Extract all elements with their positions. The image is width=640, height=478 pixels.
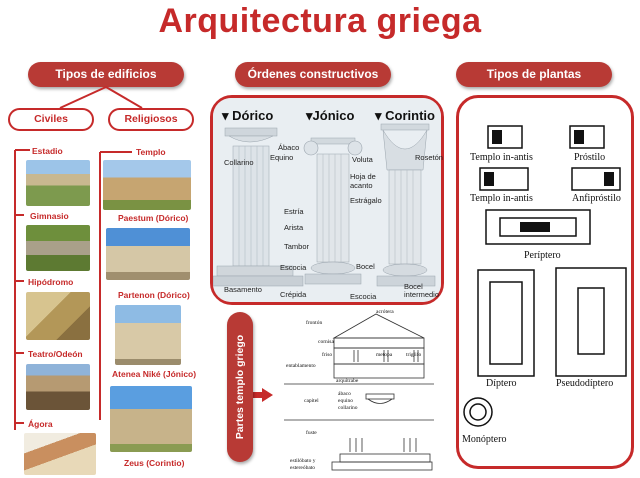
label-crepida: Crépida — [280, 290, 307, 299]
planta-pseudodiptero: Pseudodíptero — [556, 378, 614, 389]
label-abaco: Ábaco — [278, 143, 300, 152]
planta-periptero: Períptero — [524, 250, 561, 261]
civil-item-teatro: Teatro/Odeón — [28, 349, 83, 359]
civil-item-agora: Ágora — [28, 419, 53, 429]
planta-in-antis-2: Templo in-antis — [470, 193, 533, 204]
parte-fuste: fuste — [306, 430, 317, 436]
planta-diptero: Díptero — [486, 378, 517, 389]
corinthian-title: ▾ Corintio — [375, 108, 435, 123]
parte-estilobato: estilóbato y estereóbato — [290, 458, 316, 471]
label-basamento: Basamento — [224, 285, 262, 294]
label-arista: Arista — [284, 223, 304, 232]
parte-abaco: ábaco — [338, 391, 351, 397]
planta-monoptero: Monóptero — [462, 434, 507, 445]
parte-acrotera: acrótera — [376, 309, 394, 315]
parte-fronton: frontón — [306, 320, 323, 326]
plantas-drawings — [463, 125, 627, 427]
label-collarino: Collarino — [224, 158, 254, 167]
doric-title: ▾ Dórico — [222, 108, 274, 123]
partes-templo-title: Partes templo griego — [234, 334, 246, 440]
zeus-photo — [110, 386, 192, 452]
planta-in-antis-1: Templo in-antis — [470, 152, 533, 163]
planta-anfiprostilo: Anfipróstilo — [572, 193, 621, 204]
page-title: Arquitectura griega — [158, 2, 482, 40]
label-bocel-intermedio: Bocel intermedio — [404, 282, 440, 299]
templo-item-paestum: Paestum (Dórico) — [118, 213, 189, 223]
parte-cornisa: cornisa — [318, 339, 334, 345]
civil-item-estadio: Estadio — [32, 146, 63, 156]
atenea-photo — [115, 305, 181, 365]
tipos-edificios-header: Tipos de edificios — [28, 62, 184, 87]
ionic-title: ▾Jónico — [306, 108, 355, 123]
hipodromo-photo — [26, 292, 90, 340]
parte-triglifo: triglifo — [406, 352, 422, 358]
partes-templo-header: Partes templo griego — [227, 312, 253, 462]
templo-item-atenea: Atenea Niké (Jónico) — [112, 369, 197, 379]
label-escocia: Escocia — [280, 263, 307, 272]
civil-item-hipodromo: Hipódromo — [28, 277, 74, 287]
label-tambor: Tambor — [284, 242, 310, 251]
parte-entablamento: entablamento — [286, 363, 316, 369]
ordenes-header: Órdenes constructivos — [235, 62, 391, 87]
parte-friso: friso — [322, 352, 333, 358]
gimnasio-photo — [26, 225, 90, 271]
label-voluta: Voluta — [352, 155, 373, 164]
label-escocia-corintio: Escocia — [350, 292, 377, 301]
parte-collarino: collarino — [338, 405, 358, 411]
tipos-plantas-header: Tipos de plantas — [456, 62, 612, 87]
plantas-box — [456, 95, 634, 469]
label-equino: Equino — [270, 153, 294, 162]
ordenes-illustration — [213, 98, 441, 302]
parte-arquitrabe: arquitrabe — [336, 378, 359, 384]
label-hoja-acanto: Hoja de acanto — [350, 172, 376, 190]
civiles-label: Civiles — [8, 108, 94, 131]
religiosos-label: Religiosos — [108, 108, 194, 131]
parte-capitel: capitel — [304, 398, 319, 404]
estadio-photo — [26, 160, 90, 206]
paestum-photo — [103, 160, 191, 210]
label-estria: Estría — [284, 207, 304, 216]
label-estragalo: Estrágalo — [350, 196, 382, 205]
templo-label: Templo — [136, 147, 166, 157]
partenon-photo — [106, 228, 190, 280]
ordenes-box — [210, 95, 444, 305]
parte-metopa: metopa — [376, 352, 393, 358]
templo-item-zeus: Zeus (Corintio) — [124, 458, 185, 468]
agora-photo — [24, 433, 96, 475]
partes-diagram — [284, 313, 434, 471]
label-roseton: Rosetón — [415, 153, 443, 162]
label-bocel: Bocel — [356, 262, 375, 271]
civil-item-gimnasio: Gimnasio — [30, 211, 69, 221]
teatro-photo — [26, 364, 90, 410]
planta-prostilo: Próstilo — [574, 152, 606, 163]
parte-equino: equino — [338, 398, 353, 404]
templo-item-partenon: Partenon (Dórico) — [118, 290, 190, 300]
